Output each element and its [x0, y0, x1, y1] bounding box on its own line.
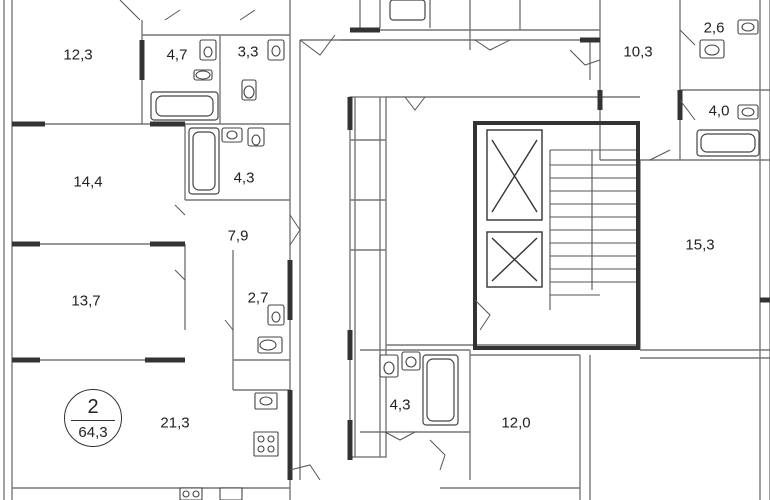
room-area-label: 4,3 — [233, 169, 255, 187]
room-area-label: 4,3 — [389, 396, 411, 414]
door-swings — [119, 0, 696, 481]
room-area-label: 10,3 — [623, 43, 653, 61]
badge-divider — [71, 420, 115, 421]
room-area-label: 15,3 — [685, 236, 715, 254]
elevator-shafts — [486, 129, 543, 288]
room-area-label: 2,7 — [247, 289, 269, 307]
room-area-label: 3,3 — [237, 43, 259, 61]
staircase — [549, 149, 636, 310]
room-area-label: 4,7 — [166, 46, 188, 64]
fixtures — [179, 19, 759, 500]
apartment-total-area: 64,3 — [78, 424, 108, 441]
apartment-badge: 2 64,3 — [64, 389, 122, 447]
apartment-rooms-count: 2 — [87, 396, 99, 418]
room-area-label: 14,4 — [73, 173, 103, 191]
room-area-label: 13,7 — [71, 292, 101, 310]
room-area-label: 4,0 — [708, 102, 730, 120]
bathtubs — [150, 0, 760, 426]
room-area-label: 21,3 — [160, 414, 190, 432]
room-area-label: 7,9 — [227, 227, 249, 245]
room-area-label: 2,6 — [703, 19, 725, 37]
room-area-label: 12,3 — [63, 46, 93, 64]
room-area-label: 12,0 — [501, 414, 531, 432]
load-bearing-walls — [12, 27, 770, 480]
